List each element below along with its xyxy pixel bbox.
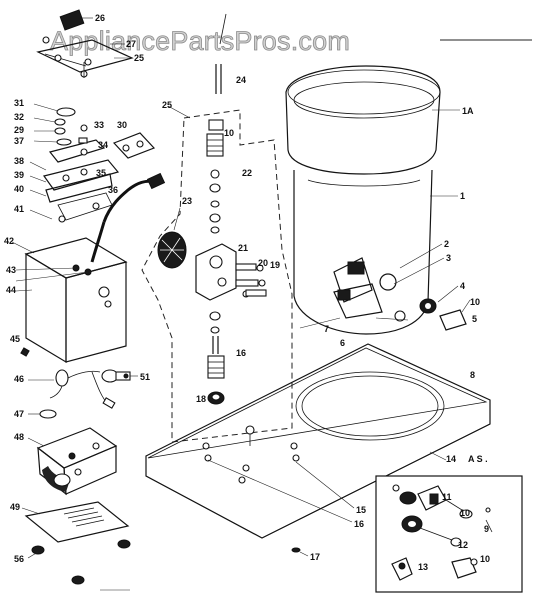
blower-housing [27, 427, 118, 496]
label-9: 9 [484, 524, 489, 534]
watermark-text: AppliancePartsPros.com [50, 26, 350, 56]
label-16: 16 [236, 348, 246, 358]
label-35: 35 [96, 168, 106, 178]
label-10-valve: 10 [224, 128, 234, 138]
label-29: 29 [14, 125, 24, 135]
label-40: 40 [14, 184, 24, 194]
label-41: 41 [14, 204, 24, 214]
label-33: 33 [94, 120, 104, 130]
label-22: 22 [242, 168, 252, 178]
control-box [11, 237, 128, 364]
label-10-tub: 10 [470, 297, 480, 307]
top-bracket-assembly [36, 9, 134, 78]
valve-plumbing-assembly [141, 13, 293, 443]
main-base-plate [145, 343, 491, 557]
label-46: 46 [14, 374, 24, 384]
label-23: 23 [182, 196, 192, 206]
label-16-base: 16 [354, 519, 364, 529]
label-43: 43 [6, 265, 16, 275]
label-42: 42 [4, 236, 14, 246]
label-38: 38 [14, 156, 24, 166]
base-plate-small [21, 501, 131, 591]
label-48: 48 [14, 432, 24, 442]
annotation-as: A S . [468, 454, 488, 464]
label-10-inset-a: 10 [460, 508, 470, 518]
label-3: 3 [446, 253, 451, 263]
label-8: 8 [470, 370, 475, 380]
label-49: 49 [10, 502, 20, 512]
label-17: 17 [310, 552, 320, 562]
label-37: 37 [14, 136, 24, 146]
label-28: 25 [134, 53, 144, 63]
label-32: 32 [14, 112, 24, 122]
label-30: 30 [117, 120, 127, 130]
label-1a: 1A [462, 106, 474, 116]
label-11: 11 [442, 492, 452, 502]
label-56: 56 [14, 554, 24, 564]
label-47: 47 [14, 409, 24, 419]
label-31: 31 [14, 98, 24, 108]
label-51: 51 [140, 372, 150, 382]
label-44: 44 [6, 285, 16, 295]
label-15: 15 [356, 505, 366, 515]
label-6: 6 [340, 338, 345, 348]
label-24: 24 [236, 75, 246, 85]
label-18: 18 [196, 394, 206, 404]
detail-inset [375, 475, 523, 593]
label-2: 2 [444, 239, 449, 249]
label-10-inset-b: 10 [480, 554, 490, 564]
tub-assembly [285, 65, 471, 335]
label-12: 12 [458, 540, 468, 550]
label-21: 21 [238, 243, 248, 253]
control-panel-hardware [29, 103, 166, 263]
label-39: 39 [14, 170, 24, 180]
label-26: 26 [95, 13, 105, 23]
label-1: 1 [460, 191, 465, 201]
label-7: 7 [324, 324, 329, 334]
label-19: 19 [270, 260, 280, 270]
label-14: 14 [446, 454, 456, 464]
label-4: 4 [460, 281, 465, 291]
label-27: 27 [126, 39, 136, 49]
label-13: 13 [418, 562, 428, 572]
label-45: 45 [10, 334, 20, 344]
sensor-probes [28, 369, 138, 419]
label-34: 34 [98, 140, 108, 150]
label-20: 20 [258, 258, 268, 268]
label-25: 25 [162, 100, 172, 110]
label-36: 36 [108, 185, 118, 195]
label-5: 5 [472, 314, 477, 324]
part-labels: 26 27 25 24 25 10 22 23 21 20 19 16 18 1… [4, 13, 490, 572]
